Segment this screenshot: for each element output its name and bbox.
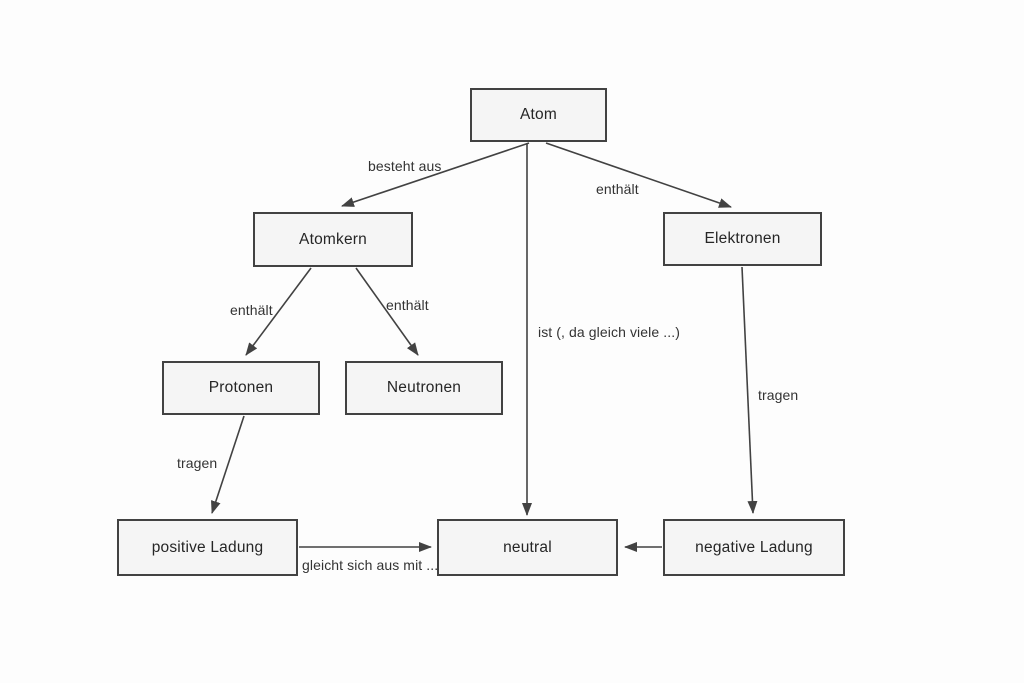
node-elektronen[interactable]: Elektronen xyxy=(663,212,822,266)
edge-label-besteht-aus: besteht aus xyxy=(368,158,442,174)
node-negative-ladung-label: negative Ladung xyxy=(695,538,813,556)
node-neutral-label: neutral xyxy=(503,538,552,556)
node-protonen[interactable]: Protonen xyxy=(162,361,320,415)
node-atomkern[interactable]: Atomkern xyxy=(253,212,413,267)
edge-label-ist-da-gleich-viele: ist (, da gleich viele ...) xyxy=(538,324,680,340)
node-protonen-label: Protonen xyxy=(208,379,274,396)
edge-atom-atomkern xyxy=(341,142,530,207)
edge-elektronen-negative-ladung xyxy=(741,266,758,514)
node-positive-ladung-label: positive Ladung xyxy=(151,538,264,556)
node-positive-ladung[interactable]: positive Ladung xyxy=(117,519,298,576)
edge-label-gleicht-sich-aus: gleicht sich aus mit ... xyxy=(302,557,439,573)
edge-label-enthaelt-elektronen: enthält xyxy=(596,181,639,197)
node-neutronen-label: Neutronen xyxy=(386,379,462,396)
node-neutronen[interactable]: Neutronen xyxy=(345,361,503,415)
node-atom[interactable]: Atom xyxy=(470,88,607,142)
node-negative-ladung[interactable]: negative Ladung xyxy=(663,519,845,576)
node-neutral[interactable]: neutral xyxy=(437,519,618,576)
edge-label-enthaelt-protonen: enthält xyxy=(230,302,273,318)
node-elektronen-label: Elektronen xyxy=(704,230,781,247)
edge-atom-elektronen xyxy=(545,142,732,208)
node-atomkern-label: Atomkern xyxy=(299,230,367,248)
edge-label-enthaelt-neutronen: enthält xyxy=(386,297,429,313)
node-atom-label: Atom xyxy=(520,106,557,123)
edge-label-tragen-elektronen: tragen xyxy=(758,387,799,403)
edge-label-tragen-protonen: tragen xyxy=(177,455,218,471)
